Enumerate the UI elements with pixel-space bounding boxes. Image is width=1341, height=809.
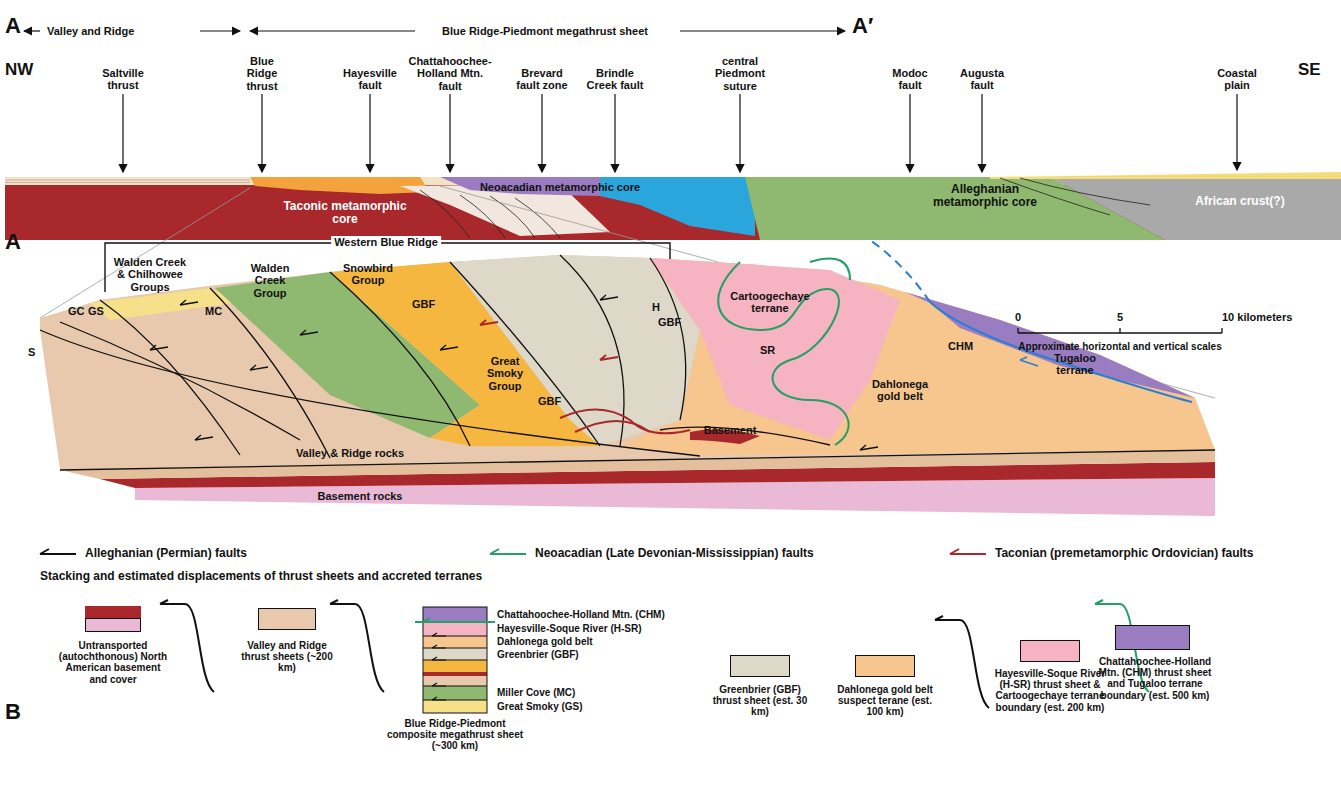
legend-text: Hayesville-Soque River (H-SR) thrust she… bbox=[990, 668, 1110, 713]
stack-label: Dahlonega gold belt bbox=[497, 636, 593, 647]
stack-label: Greenbrier (GBF) bbox=[497, 649, 579, 660]
fault-abbrev: CHM bbox=[948, 340, 973, 352]
fault-label: Modoc fault bbox=[888, 67, 933, 92]
fault-label: Coastal plain bbox=[1212, 67, 1262, 92]
unit-label: Neoacadian metamorphic core bbox=[480, 181, 640, 193]
legend-swatch bbox=[1115, 625, 1190, 650]
stack-caption: Blue Ridge-Piedmont composite megathrust… bbox=[385, 718, 525, 752]
fault-label: Blue Ridge thrust bbox=[237, 55, 287, 92]
fault-label: central Piedmont suture bbox=[703, 55, 778, 92]
legend-text: Valley and Ridge thrust sheets (~200 km) bbox=[240, 640, 335, 674]
unit-label: Cartoogechaye terrane bbox=[725, 290, 815, 315]
fault-label: Brindle Creek fault bbox=[585, 67, 645, 92]
legend-swatch bbox=[1020, 640, 1080, 662]
legend-swatch bbox=[855, 655, 915, 677]
unit-label: Great Smoky Group bbox=[475, 355, 535, 392]
unit-label: Taconic metamorphic core bbox=[275, 200, 415, 227]
legend-text: Untransported (autochthonous) North Amer… bbox=[56, 640, 171, 685]
unit-label: Walden Creek Group bbox=[240, 262, 300, 299]
panel-letter: A bbox=[5, 230, 21, 255]
fault-abbrev: GBF bbox=[538, 395, 561, 407]
fault-abbrev: H bbox=[652, 301, 660, 313]
unit-label: Tugaloo terrane bbox=[1035, 352, 1115, 377]
unit-label: Snowbird Group bbox=[336, 262, 401, 287]
fault-abbrev: S bbox=[28, 346, 35, 358]
unit-label: Basement rocks bbox=[318, 490, 403, 502]
fault-abbrev: GBF bbox=[412, 298, 435, 310]
unit-label: Alleghanian metamorphic core bbox=[915, 183, 1055, 210]
fault-abbrev: GS bbox=[88, 305, 104, 317]
legend-text: Neoacadian (Late Devonian-Mississippian)… bbox=[535, 547, 814, 560]
fault-label: Augusta fault bbox=[960, 67, 1005, 92]
fault-abbrev: MC bbox=[205, 305, 222, 317]
scale-tick: 0 bbox=[1015, 311, 1021, 323]
unit-label: African crust(?) bbox=[1195, 195, 1285, 208]
legend-text: Alleghanian (Permian) faults bbox=[85, 547, 247, 560]
fault-label: Chattahoochee-Holland Mtn. fault bbox=[405, 55, 495, 92]
fault-label: Saltville thrust bbox=[93, 67, 153, 92]
fault-label: Hayesville fault bbox=[340, 67, 400, 92]
legend-swatch bbox=[258, 608, 316, 630]
stack-label: Hayesville-Soque River (H-SR) bbox=[497, 623, 642, 634]
unit-label: Valley & Ridge rocks bbox=[296, 447, 404, 459]
scale-tick: 5 bbox=[1117, 311, 1123, 323]
unit-label: Walden Creek & Chilhowee Groups bbox=[110, 256, 190, 293]
unit-label: Dahlonega gold belt bbox=[865, 378, 935, 403]
scale-tick: 10 kilometers bbox=[1222, 311, 1292, 323]
fault-abbrev: GC bbox=[68, 305, 85, 317]
panel-letter: B bbox=[5, 700, 21, 725]
section-letter: A bbox=[5, 14, 21, 39]
stack-label: Miller Cove (MC) bbox=[497, 687, 575, 698]
stack-label: Chattahoochee-Holland Mtn. (CHM) bbox=[497, 609, 665, 620]
legend-text: Taconian (premetamorphic Ordovician) fau… bbox=[995, 547, 1254, 560]
fault-abbrev: GBF bbox=[658, 316, 681, 328]
legend-text: Chattahoochee-Holland Mtn. (CHM) thrust … bbox=[1093, 656, 1218, 701]
section-heading: Stacking and estimated displacements of … bbox=[40, 570, 482, 583]
legend-text: Dahlonega gold belt suspect terane (est.… bbox=[835, 684, 935, 718]
legend-swatch bbox=[730, 655, 790, 677]
direction-label: SE bbox=[1298, 60, 1321, 79]
fault-abbrev: SR bbox=[760, 344, 775, 356]
extent-label: Valley and Ridge bbox=[44, 25, 137, 37]
scale-note: Approximate horizontal and vertical scal… bbox=[1018, 341, 1221, 352]
unit-label: Basement bbox=[704, 424, 757, 436]
legend-text: Greenbrier (GBF) thrust sheet (est. 30 k… bbox=[713, 684, 808, 718]
section-letter: A′ bbox=[852, 14, 873, 39]
bracket-label: Western Blue Ridge bbox=[331, 236, 441, 248]
stack-label: Great Smoky (GS) bbox=[497, 701, 583, 712]
fault-label: Brevard fault zone bbox=[512, 67, 572, 92]
extent-label: Blue Ridge-Piedmont megathrust sheet bbox=[439, 25, 651, 37]
direction-label: NW bbox=[5, 60, 33, 79]
legend-swatch bbox=[85, 618, 141, 632]
